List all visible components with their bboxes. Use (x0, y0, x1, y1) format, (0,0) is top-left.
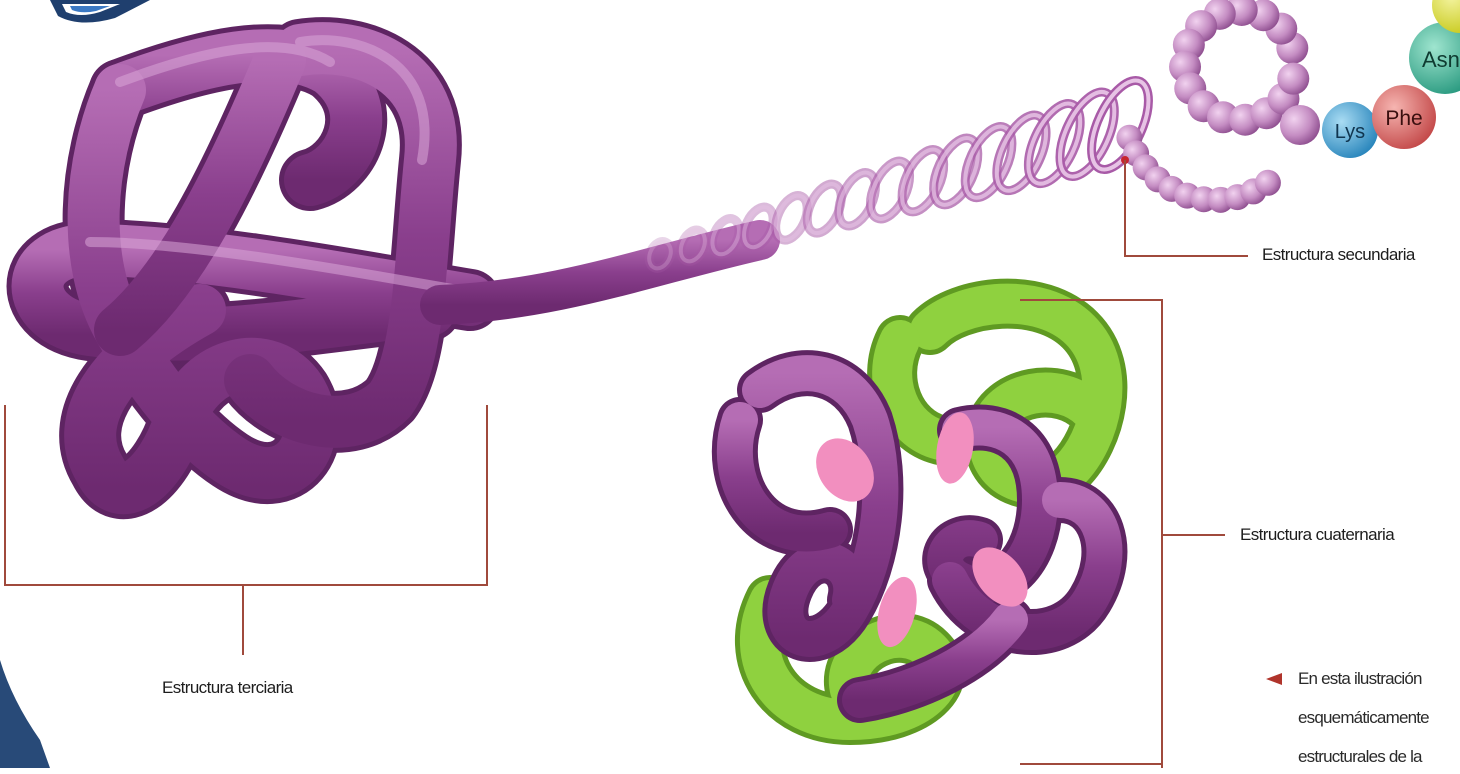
label-tertiary-structure: Estructura terciaria (162, 678, 293, 698)
caption-arrow (1266, 673, 1282, 685)
quaternary-structure (735, 304, 1105, 720)
amino-acid-asn: Asn (1409, 22, 1460, 94)
svg-text:Lys: Lys (1335, 121, 1365, 143)
caption-line-3: estructurales de la (1298, 740, 1422, 774)
bead (1255, 170, 1281, 196)
amino-acid-lys: Lys (1322, 102, 1378, 158)
corner-logo (50, 0, 150, 23)
label-quaternary-structure: Estructura cuaternaria (1240, 525, 1394, 545)
amino-acid-phe: Phe (1372, 85, 1436, 149)
corner-decoration (0, 660, 50, 768)
svg-text:Phe: Phe (1385, 107, 1422, 130)
bead (1280, 105, 1320, 145)
bead (1277, 63, 1309, 95)
caption-line-1: En esta ilustración (1298, 662, 1422, 696)
svg-text:Asn: Asn (1422, 47, 1460, 72)
label-secondary-structure: Estructura secundaria (1262, 245, 1415, 265)
caption-line-2: esquemáticamente (1298, 701, 1429, 735)
tertiary-structure (38, 40, 471, 488)
